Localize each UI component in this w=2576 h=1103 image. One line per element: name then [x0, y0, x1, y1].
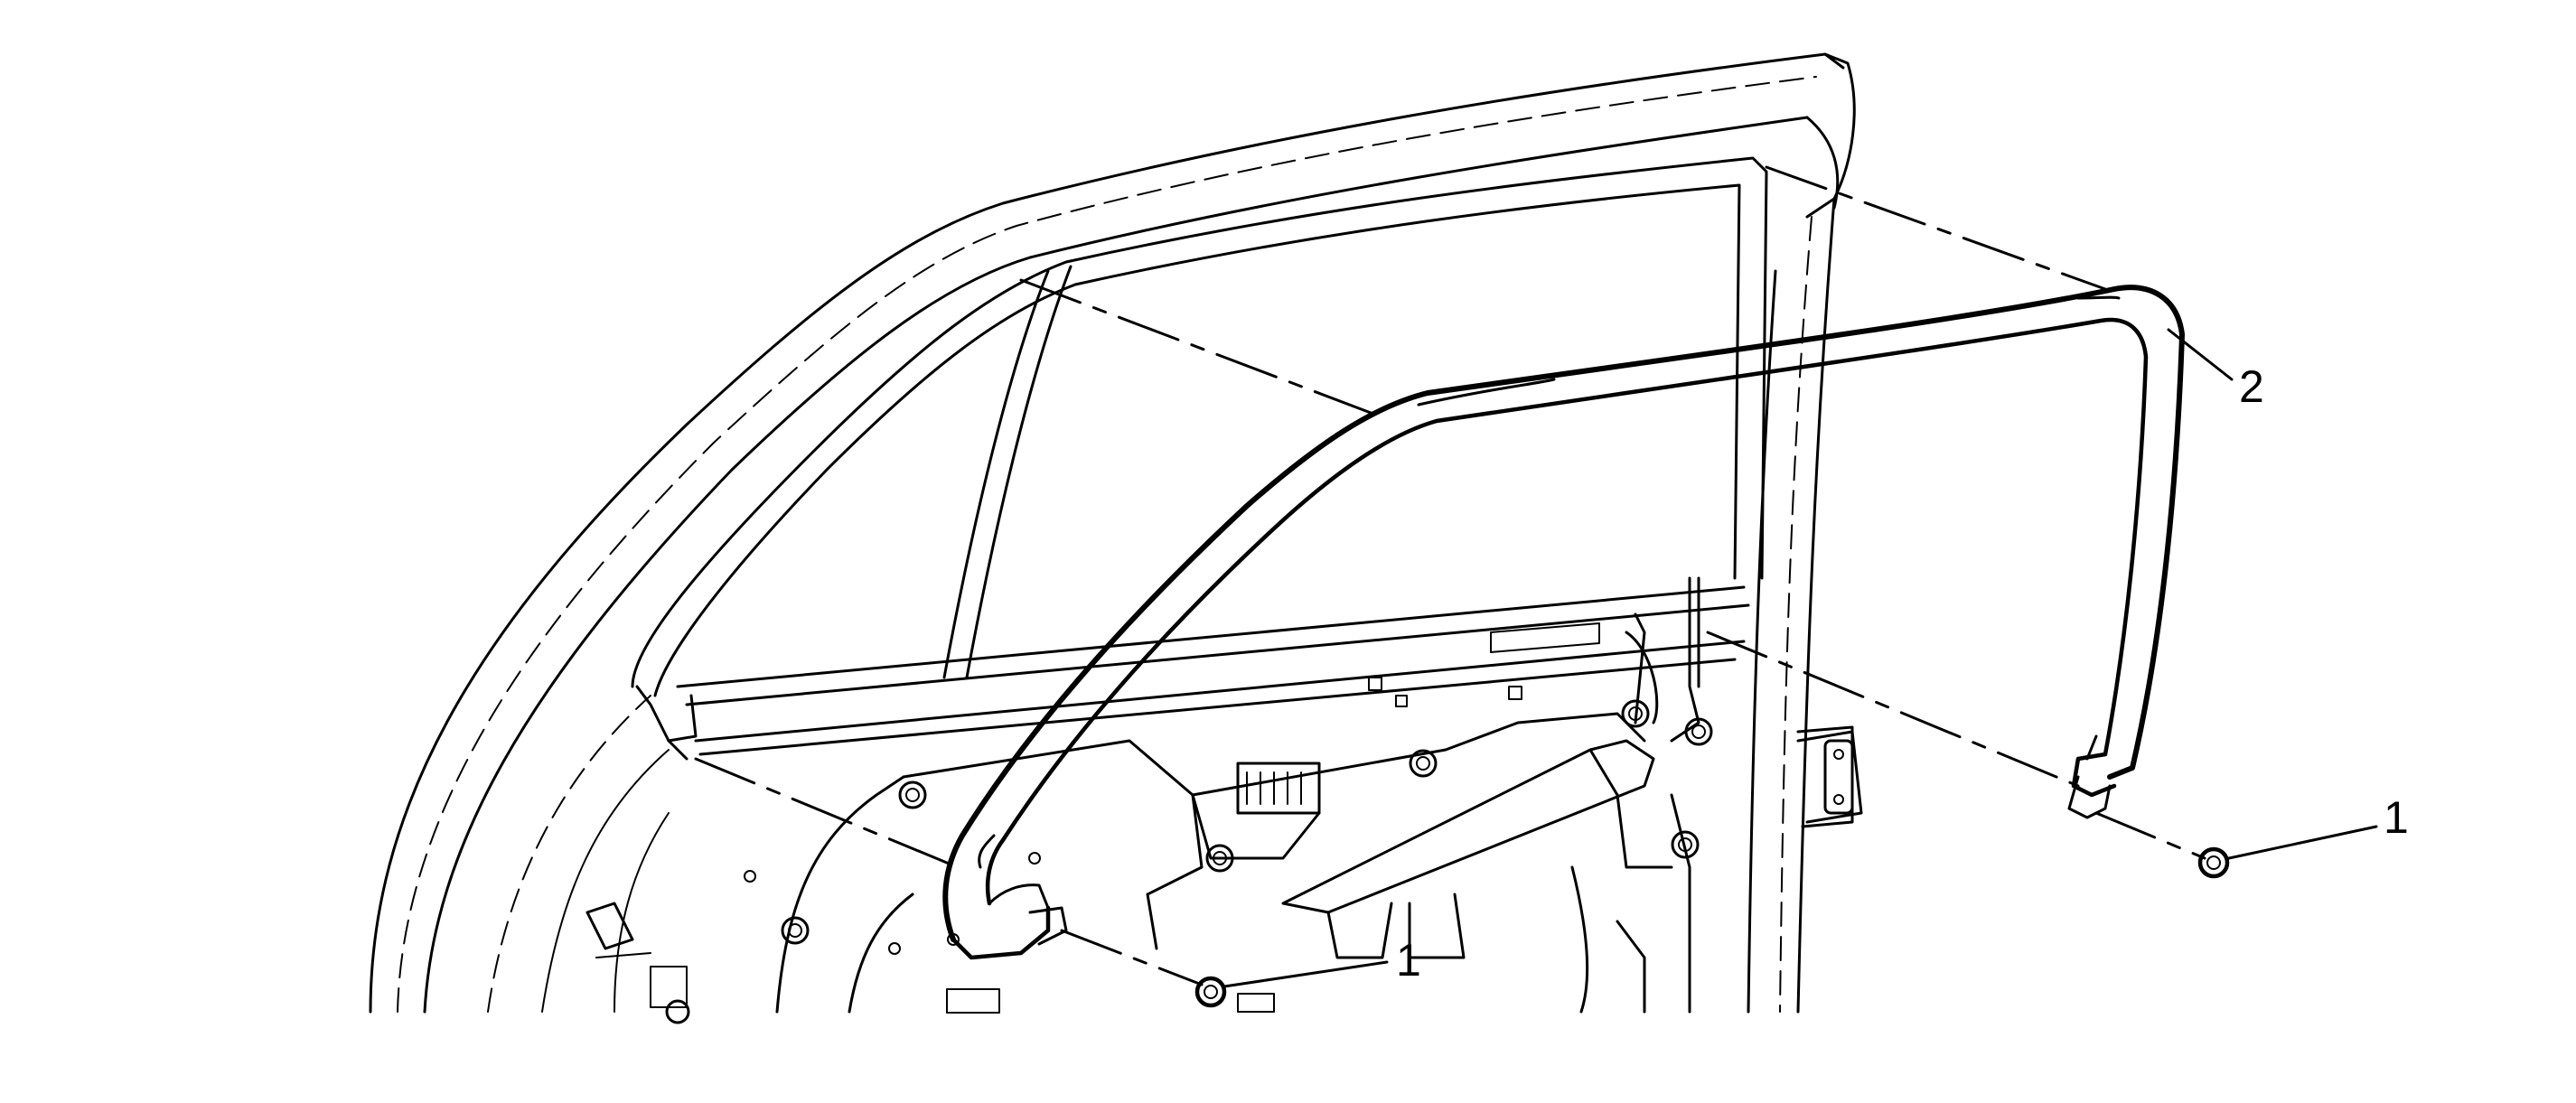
inner-door-panel: [585, 576, 1863, 1024]
door-frame-outline: [369, 52, 1856, 1014]
callout-1-right: 1: [2384, 792, 2409, 843]
callout-2: 2: [2239, 361, 2264, 412]
callout-1-lower: 1: [1396, 935, 1421, 986]
window-channel-molding: [942, 285, 2185, 960]
nut-right: [2197, 846, 2230, 879]
callout-leaders: [1222, 328, 2378, 988]
nut-lower: [1194, 976, 1227, 1008]
front-channel-bracket: [635, 685, 698, 761]
alignment-lines: [694, 165, 2206, 986]
